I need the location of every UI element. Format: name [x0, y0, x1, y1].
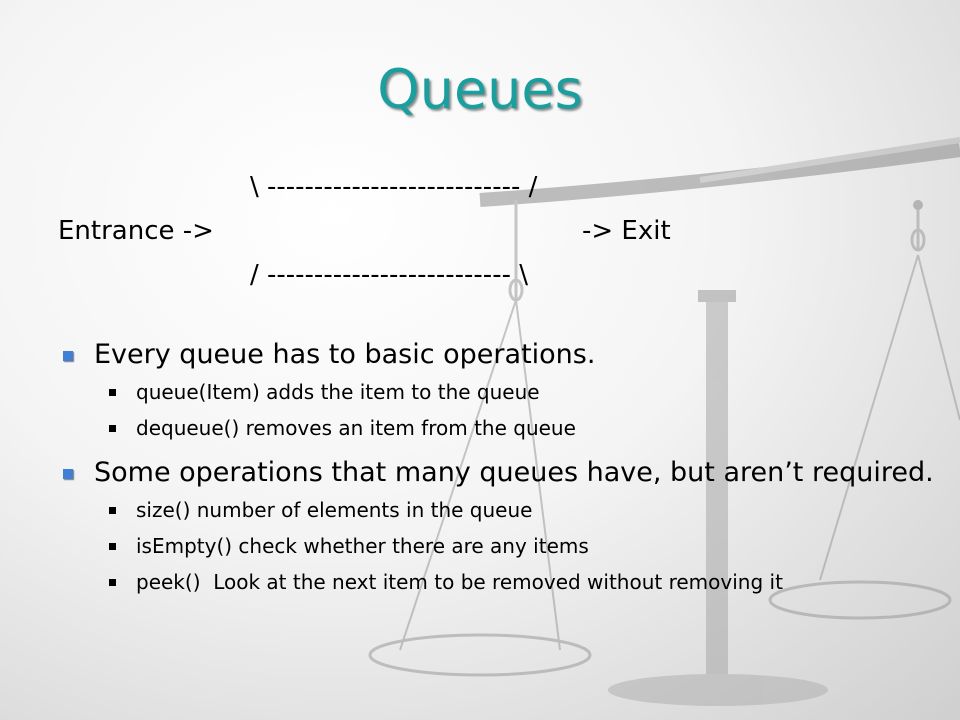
bullet-list: Every queue has to basic operations. que…	[58, 340, 938, 606]
subbullet-queue: queue(Item) adds the item to the queue	[58, 380, 938, 404]
subbullet-text: queue(Item) adds the item to the queue	[136, 380, 540, 404]
bullet-optional-operations: Some operations that many queues have, b…	[58, 458, 938, 488]
square-bullet-icon	[109, 389, 116, 396]
square-bullet-icon	[109, 579, 116, 586]
square-bullet-icon	[63, 469, 73, 479]
subbullet-dequeue: dequeue() removes an item from the queue	[58, 416, 938, 440]
square-bullet-icon	[109, 543, 116, 550]
queue-diagram-entrance-label: Entrance ->	[58, 216, 214, 246]
subbullet-peek: peek() Look at the next item to be remov…	[58, 570, 938, 594]
subbullet-text: size() number of elements in the queue	[136, 498, 533, 522]
queue-diagram-exit-label: -> Exit	[582, 216, 671, 246]
subbullet-text: peek() Look at the next item to be remov…	[136, 570, 783, 594]
bullet-basic-operations: Every queue has to basic operations.	[58, 340, 938, 370]
subbullet-text: isEmpty() check whether there are any it…	[136, 534, 589, 558]
subbullet-text: dequeue() removes an item from the queue	[136, 416, 576, 440]
bullet-text: Every queue has to basic operations.	[94, 339, 596, 370]
slide-title: Queues	[377, 58, 583, 121]
queue-diagram-top-line: \ --------------------------- /	[250, 172, 538, 202]
queue-diagram-bottom-line: / -------------------------- \	[250, 260, 528, 290]
square-bullet-icon	[63, 351, 73, 361]
square-bullet-icon	[109, 425, 116, 432]
square-bullet-icon	[109, 507, 116, 514]
subbullet-size: size() number of elements in the queue	[58, 498, 938, 522]
subbullet-isempty: isEmpty() check whether there are any it…	[58, 534, 938, 558]
bullet-text: Some operations that many queues have, b…	[94, 457, 934, 488]
